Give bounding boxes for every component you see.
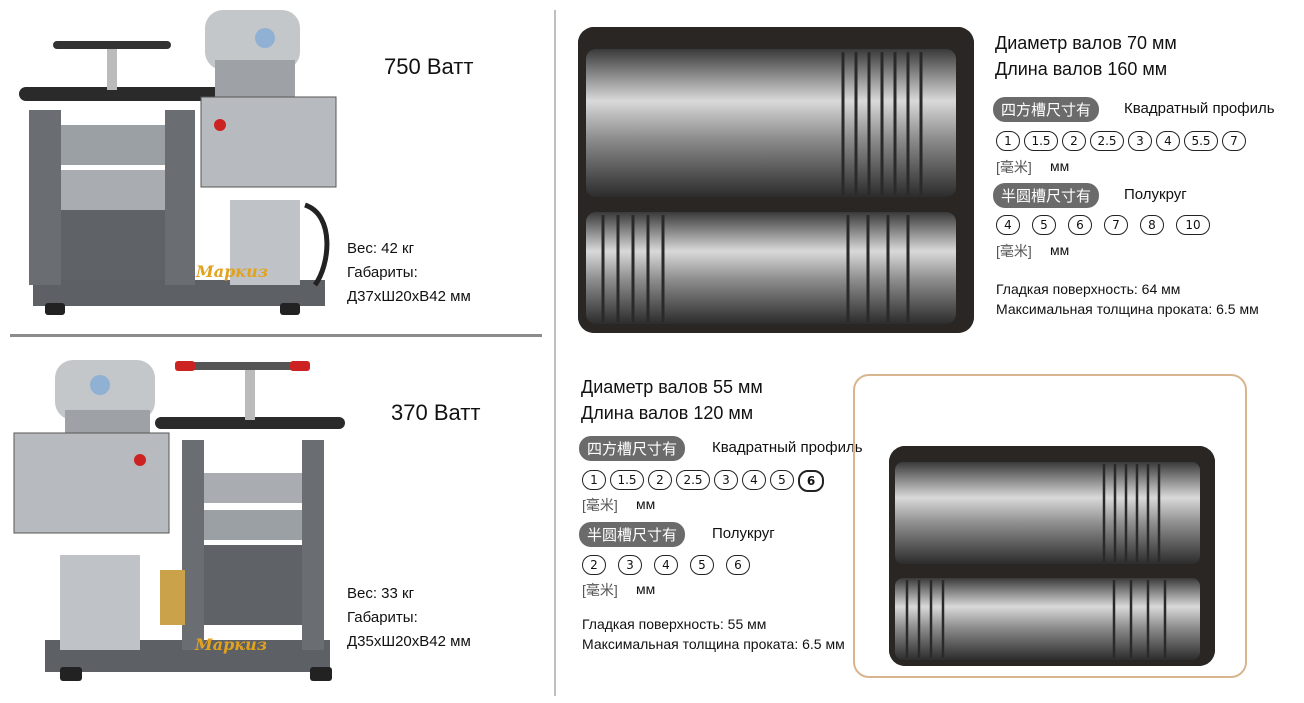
- round-profile-badge: 半圆槽尺寸有: [993, 183, 1100, 208]
- machine-photo-750w: [19, 10, 337, 315]
- size-chip: 5: [690, 555, 714, 575]
- length-160: Длина валов 160 мм: [995, 59, 1168, 79]
- size-chip: 3: [1128, 131, 1152, 151]
- smooth-surface: Гладкая поверхность: 64 мм: [996, 281, 1181, 297]
- size-chip: 4: [996, 215, 1020, 235]
- weight-label: Вес: 42 кг: [347, 240, 415, 257]
- size-chip: 1.5: [610, 470, 644, 490]
- size-chip: 3: [714, 470, 738, 490]
- power-label: 750 Ватт: [384, 54, 474, 79]
- size-chip: 6: [798, 470, 824, 492]
- diameter-70: Диаметр валов 70 мм: [995, 33, 1177, 53]
- round-profile-label-2: Полукруг: [712, 525, 775, 542]
- length-120: Длина валов 120 мм: [581, 403, 754, 423]
- roller-photo-70mm: [578, 27, 974, 333]
- unit-cn-3: [毫米]: [582, 497, 618, 513]
- size-chip: 1: [996, 131, 1020, 151]
- size-chip: 5: [770, 470, 794, 490]
- size-chip: 6: [726, 555, 750, 575]
- smooth-surface-2: Гладкая поверхность: 55 мм: [582, 616, 767, 632]
- roller-photo-frame: [853, 374, 1247, 678]
- unit-cn: [毫米]: [996, 159, 1032, 175]
- size-chip: 2: [582, 555, 606, 575]
- square-sizes-row: 1 1.5 2 2.5 3 4 5.5 7: [996, 131, 1246, 151]
- machine-photo-370w: [13, 360, 345, 681]
- unit-4: мм: [636, 581, 656, 597]
- round-profile-label: Полукруг: [1124, 186, 1187, 203]
- size-chip: 2.5: [1090, 131, 1124, 151]
- dims-label-2: Габариты:: [347, 609, 418, 626]
- power-label-2: 370 Ватт: [391, 400, 481, 425]
- size-chip: 2: [648, 470, 672, 490]
- size-chip: 10: [1176, 215, 1210, 235]
- size-chip: 2.5: [676, 470, 710, 490]
- size-chip: 1.5: [1024, 131, 1058, 151]
- brand-logo: Маркиз: [196, 262, 268, 281]
- square-profile-badge: 四方槽尺寸有: [993, 97, 1100, 122]
- weight-label-2: Вес: 33 кг: [347, 585, 415, 602]
- square-sizes-row-2: 1 1.5 2 2.5 3 4 5 6: [582, 470, 824, 492]
- round-profile-badge-2: 半圆槽尺寸有: [579, 522, 686, 547]
- unit-cn-2: [毫米]: [996, 243, 1032, 259]
- size-chip: 2: [1062, 131, 1086, 151]
- square-profile-label: Квадратный профиль: [1124, 100, 1275, 117]
- square-profile-badge-2: 四方槽尺寸有: [579, 436, 686, 461]
- size-chip: 5.5: [1184, 131, 1218, 151]
- unit: мм: [1050, 158, 1070, 174]
- size-chip: 7: [1104, 215, 1128, 235]
- diameter-55: Диаметр валов 55 мм: [581, 377, 763, 397]
- max-thickness-2: Максимальная толщина проката: 6.5 мм: [582, 636, 845, 652]
- size-chip: 1: [582, 470, 606, 490]
- dims-value-2: Д35хШ20хВ42 мм: [347, 633, 471, 650]
- size-chip: 5: [1032, 215, 1056, 235]
- round-sizes-row: 4 5 6 7 8 10: [996, 215, 1210, 235]
- dims-label: Габариты:: [347, 264, 418, 281]
- size-chip: 6: [1068, 215, 1092, 235]
- size-chip: 4: [654, 555, 678, 575]
- unit-2: мм: [1050, 242, 1070, 258]
- brand-logo-2: Маркиз: [195, 635, 267, 654]
- vertical-divider: [554, 10, 556, 696]
- size-chip: 4: [742, 470, 766, 490]
- size-chip: 4: [1156, 131, 1180, 151]
- size-chip: 8: [1140, 215, 1164, 235]
- size-chip: 3: [618, 555, 642, 575]
- horizontal-divider: [10, 334, 542, 337]
- roller-photo-55mm: [889, 446, 1215, 666]
- max-thickness: Максимальная толщина проката: 6.5 мм: [996, 301, 1259, 317]
- size-chip: 7: [1222, 131, 1246, 151]
- dims-value: Д37хШ20хВ42 мм: [347, 288, 471, 305]
- square-profile-label-2: Квадратный профиль: [712, 439, 863, 456]
- unit-3: мм: [636, 496, 656, 512]
- unit-cn-4: [毫米]: [582, 582, 618, 598]
- round-sizes-row-2: 2 3 4 5 6: [582, 555, 750, 575]
